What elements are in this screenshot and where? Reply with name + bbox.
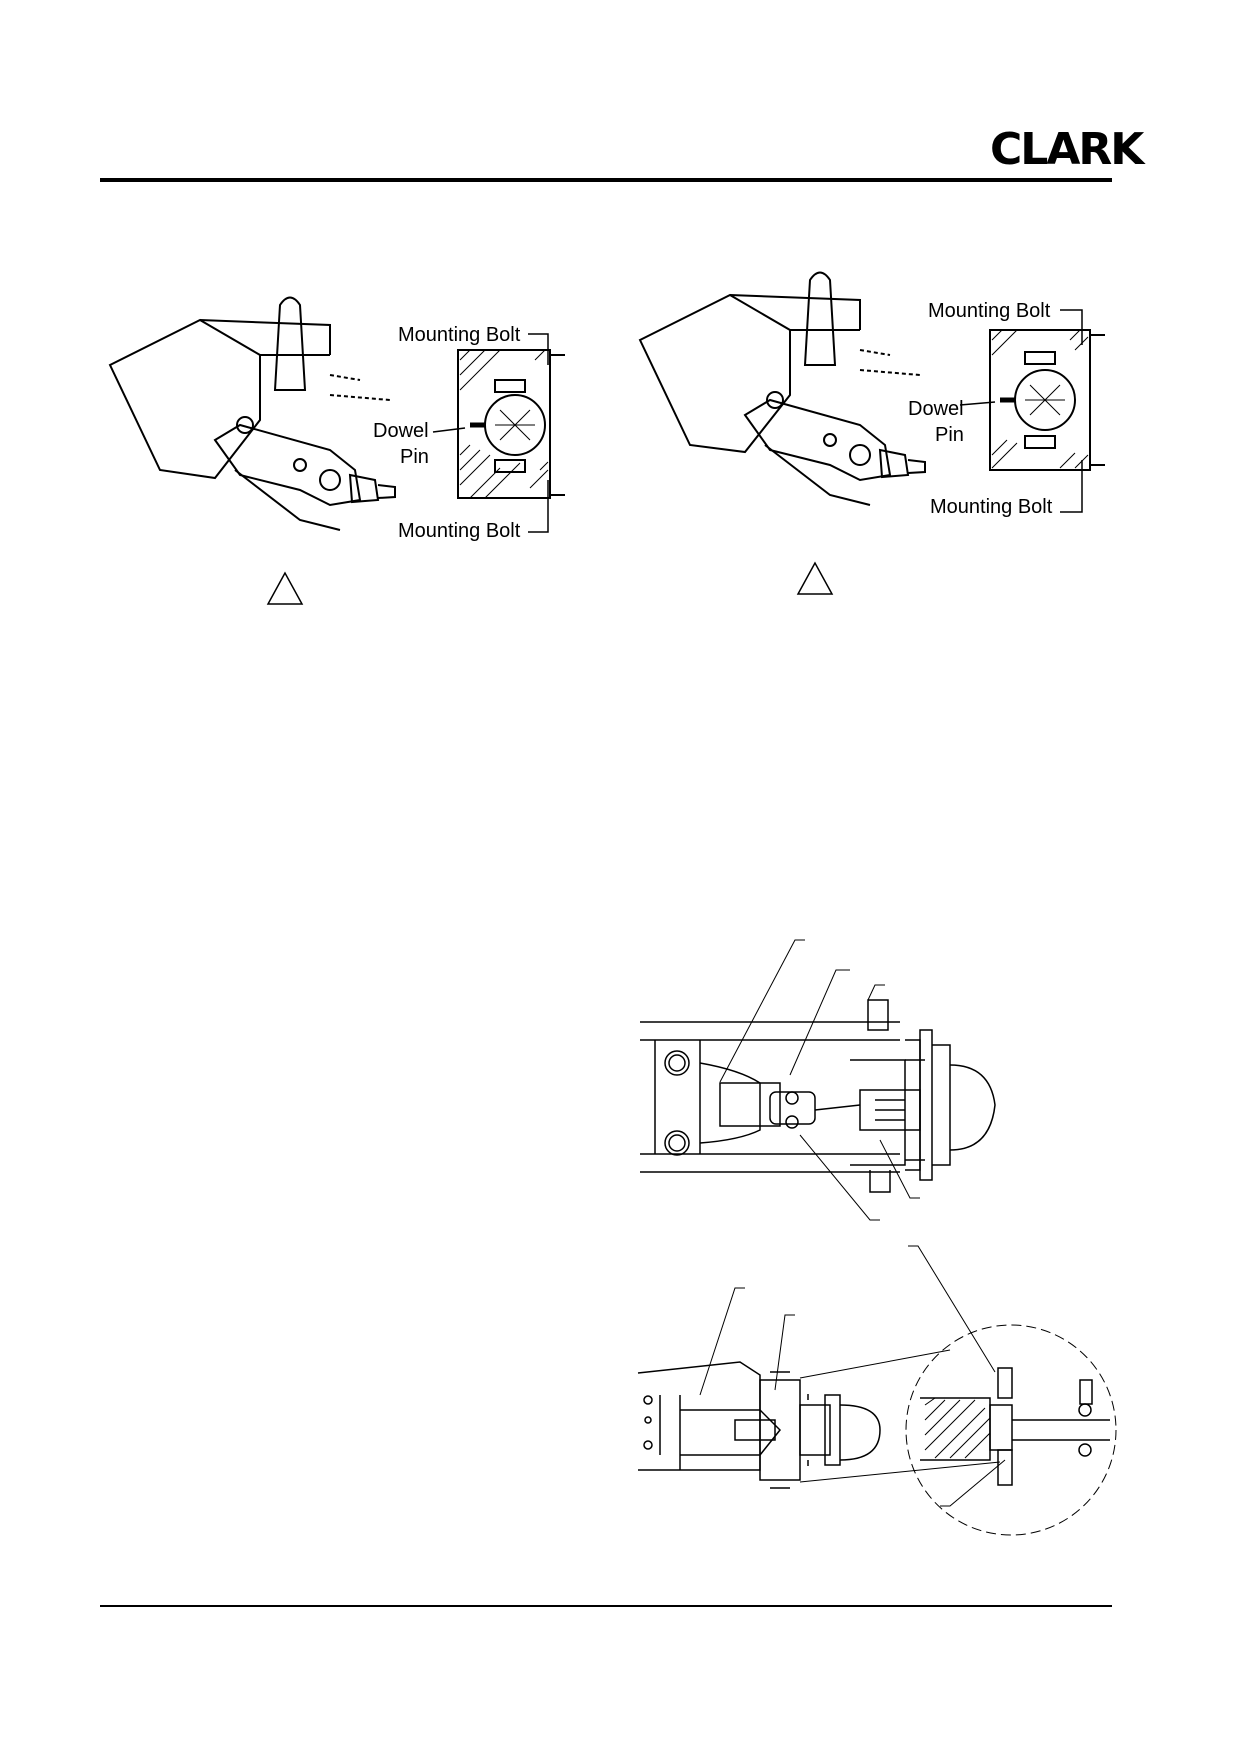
right-dowel-label: Dowel — [908, 398, 964, 420]
left-mounting-bolt-bottom-label: Mounting Bolt — [398, 520, 521, 542]
left-dowel-label: Dowel — [373, 420, 429, 442]
right-pin-label: Pin — [935, 424, 964, 446]
clark-logo: CLARK — [990, 124, 1144, 175]
footer-rule — [100, 1605, 1112, 1607]
left-pin-label: Pin — [400, 446, 429, 468]
header-rule — [100, 178, 1112, 182]
left-mounting-bolt-top-label: Mounting Bolt — [398, 324, 521, 346]
right-mounting-bolt-bottom-label: Mounting Bolt — [930, 496, 1053, 518]
right-mounting-bolt-top-label: Mounting Bolt — [928, 300, 1051, 322]
